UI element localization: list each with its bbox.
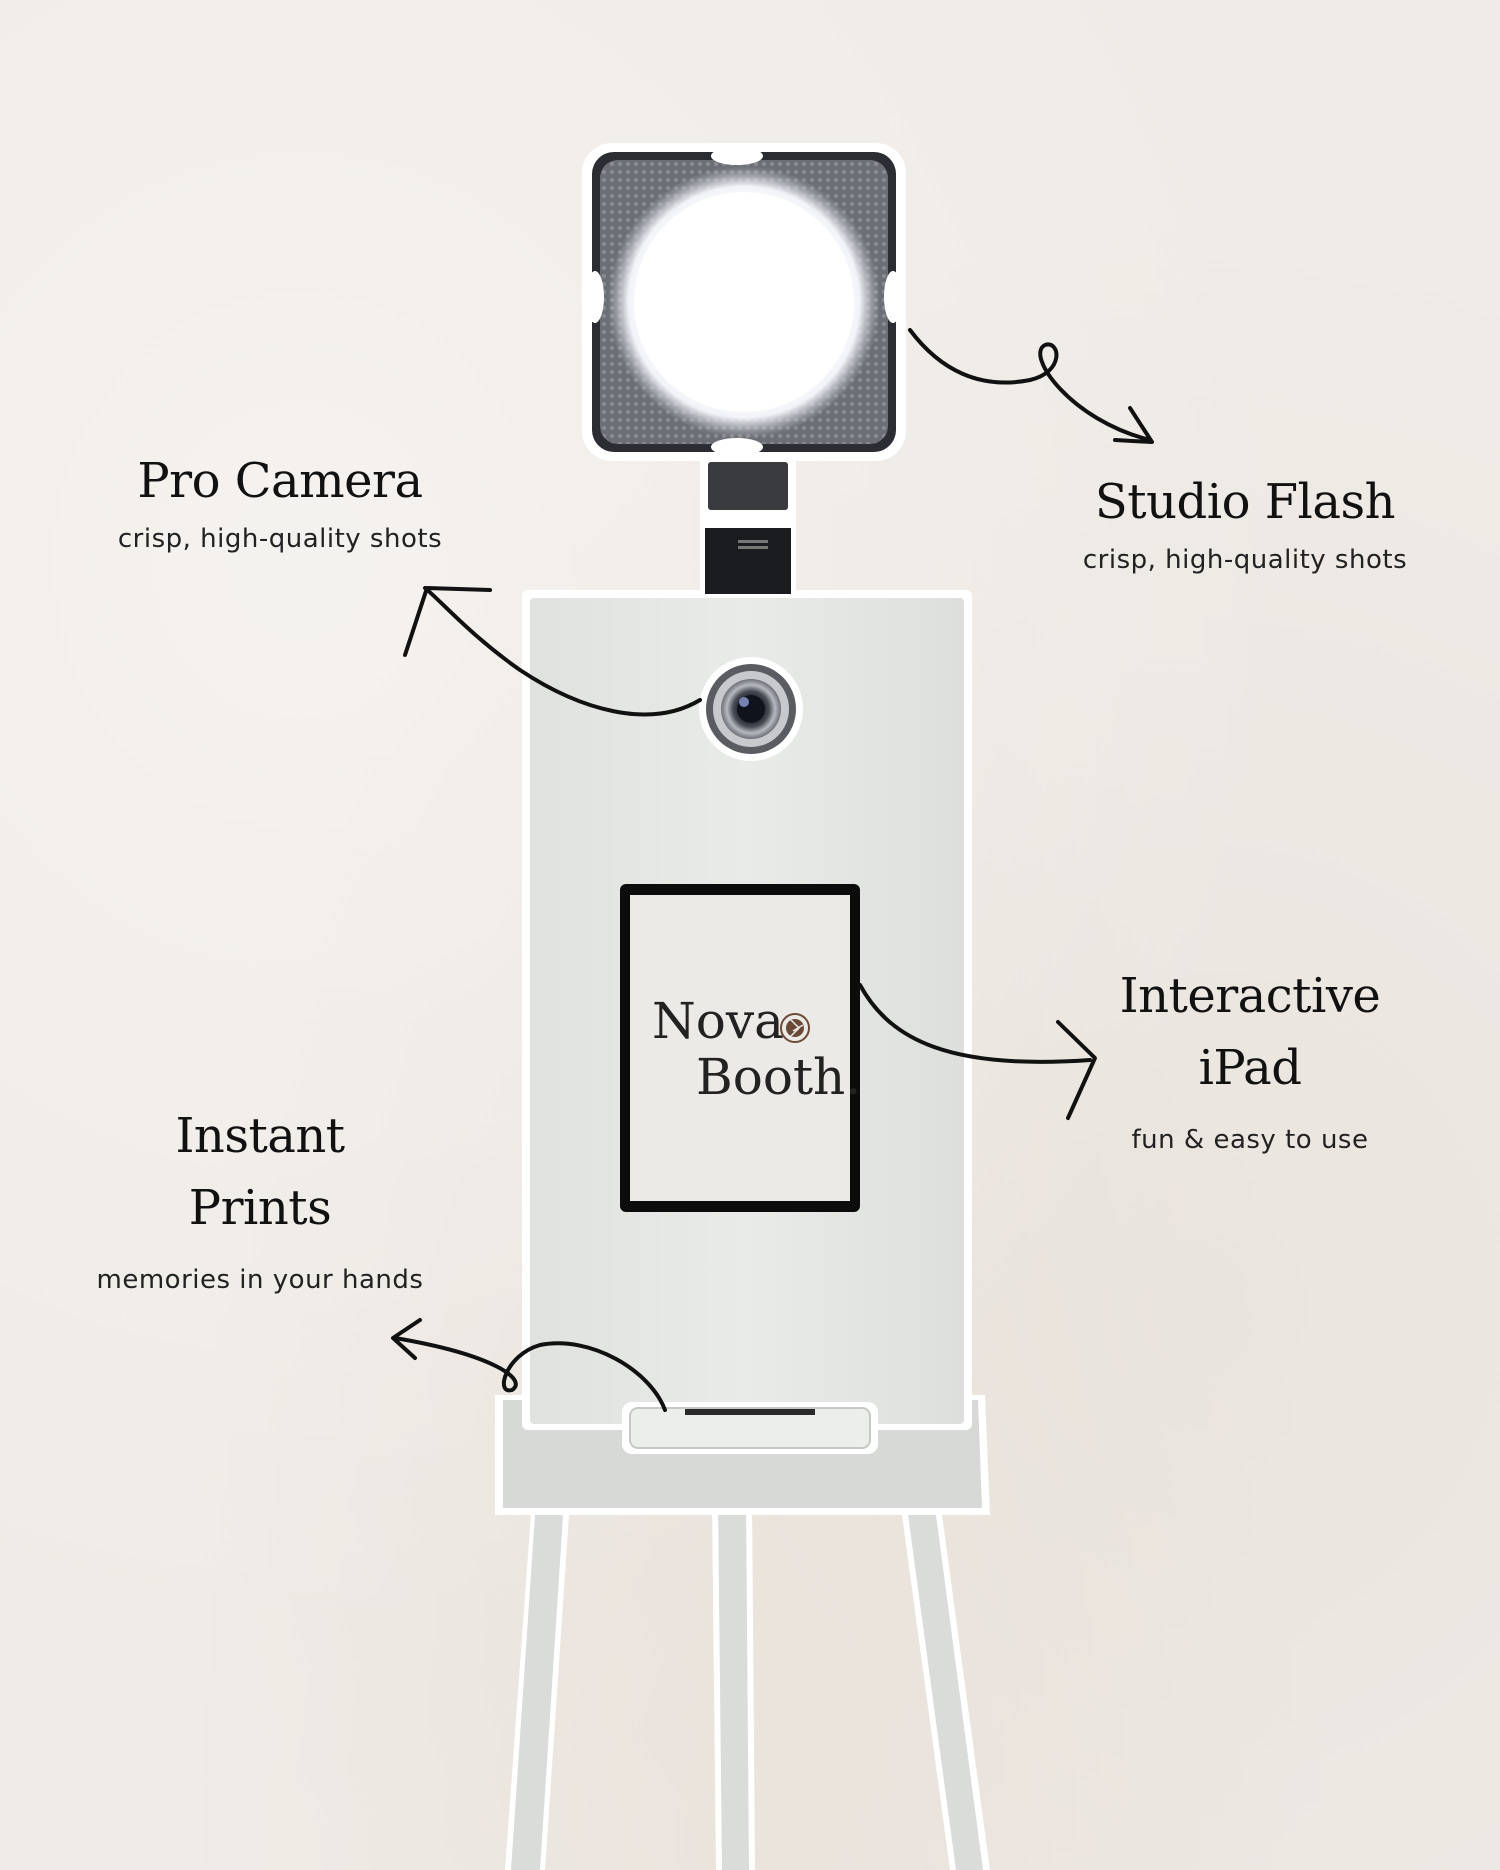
label-title: Pro Camera bbox=[137, 453, 423, 509]
print-slot bbox=[622, 1402, 878, 1454]
easel-legs bbox=[505, 1500, 990, 1870]
brand-line2: Booth. bbox=[696, 1048, 861, 1106]
label-subtitle: fun & easy to use bbox=[1131, 1125, 1369, 1155]
screen-brand-logo: Nova Booth. bbox=[652, 992, 861, 1106]
label-subtitle: crisp, high-quality shots bbox=[117, 524, 443, 554]
label-title: Studio Flash bbox=[1094, 474, 1396, 530]
label-subtitle: crisp, high-quality shots bbox=[1082, 545, 1408, 575]
ipad-screen bbox=[620, 884, 860, 1212]
arrow-icon bbox=[403, 586, 702, 717]
label-pro-camera: Pro Camera crisp, high-quality shots bbox=[70, 445, 490, 557]
label-title-line2: Prints bbox=[188, 1180, 332, 1236]
label-interactive-ipad: Interactive iPad fun & easy to use bbox=[1070, 960, 1430, 1158]
label-instant-prints: Instant Prints memories in your hands bbox=[50, 1100, 470, 1298]
arrow-icon bbox=[858, 983, 1097, 1120]
label-title-line1: Interactive bbox=[1119, 968, 1381, 1024]
camera-mount bbox=[700, 460, 796, 595]
label-title-line1: Instant bbox=[175, 1108, 345, 1164]
arrow-icon bbox=[391, 1318, 667, 1412]
camera-lens-icon bbox=[699, 657, 803, 761]
label-studio-flash: Studio Flash crisp, high-quality shots bbox=[1035, 466, 1455, 578]
label-title-line2: iPad bbox=[1198, 1040, 1302, 1096]
brand-line1: Nova bbox=[652, 992, 784, 1050]
flash-light-icon bbox=[582, 143, 906, 461]
arrow-icon bbox=[908, 328, 1154, 444]
label-subtitle: memories in your hands bbox=[96, 1265, 424, 1295]
aperture-logo-icon bbox=[780, 1013, 810, 1043]
